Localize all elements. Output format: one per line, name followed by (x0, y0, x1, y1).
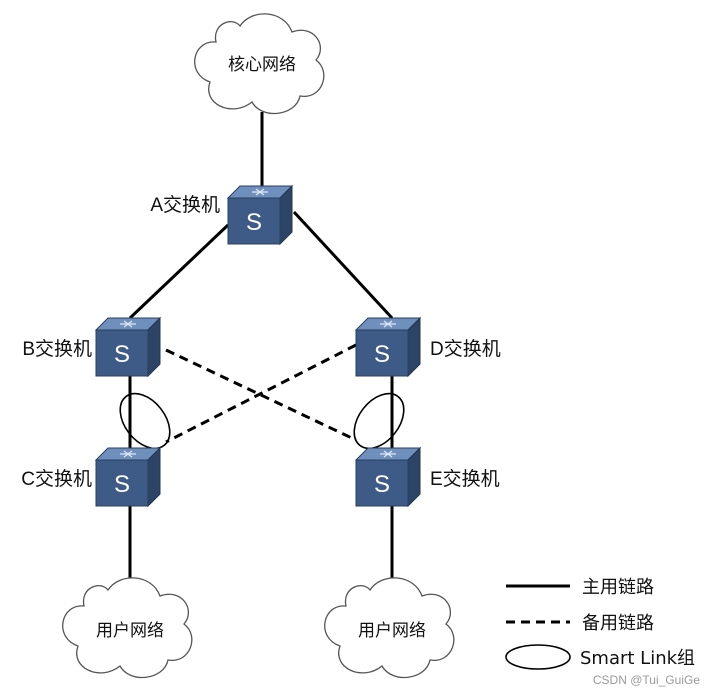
watermark: CSDN @Tui_GuiGe (593, 673, 700, 687)
switch-a-label: A交换机 (150, 194, 220, 216)
switch-icon (227, 185, 293, 245)
legend-backup-label: 备用链路 (582, 613, 654, 634)
legend-primary-label: 主用链路 (582, 577, 654, 598)
switch-icon (95, 317, 161, 377)
user-network-left-label: 用户网络 (96, 621, 164, 641)
switch-c-label: C交换机 (21, 468, 92, 490)
legend-group-ring (505, 644, 571, 670)
link-a-d (292, 210, 394, 320)
legend-group-label: Smart Link组 (580, 648, 695, 669)
switch-icon (355, 447, 421, 507)
switch-e-label: E交换机 (430, 468, 500, 490)
switch-d-label: D交换机 (430, 338, 501, 360)
core-network-label: 核心网络 (228, 55, 296, 75)
link-d-c-backup (165, 343, 357, 444)
user-network-right-label: 用户网络 (358, 621, 426, 641)
smart-link-ring-c (119, 392, 171, 450)
switch-b-label: B交换机 (22, 338, 92, 360)
link-a-b (128, 223, 230, 320)
legend: 主用链路 备用链路 Smart Link组 (505, 577, 695, 670)
smart-link-ring-e (353, 392, 405, 450)
switch-icon (95, 447, 161, 507)
switch-icon (355, 317, 421, 377)
